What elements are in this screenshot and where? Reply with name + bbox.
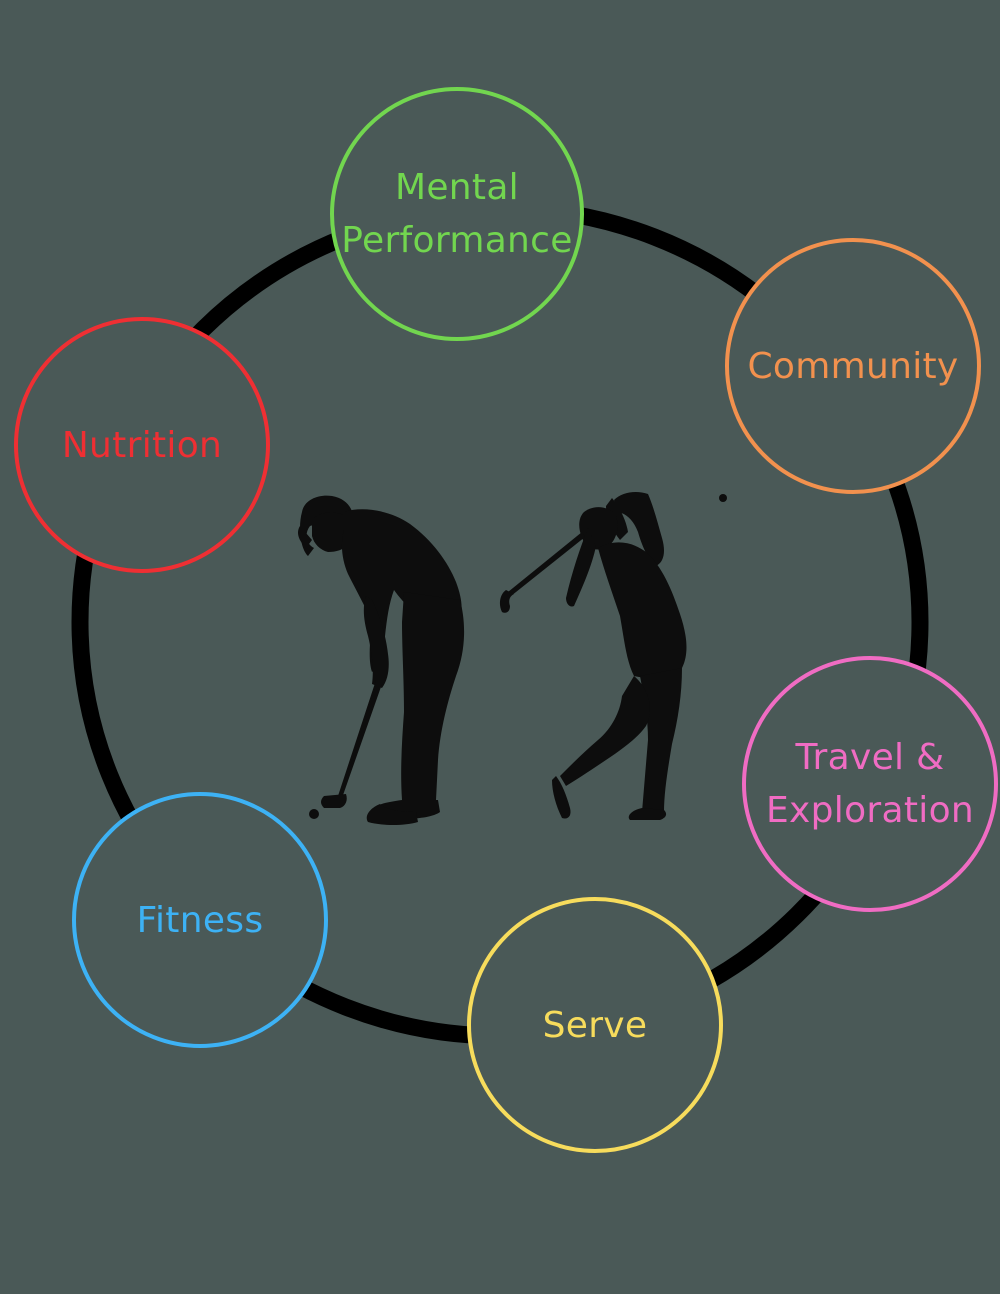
node-label-community: Community (747, 345, 959, 387)
node-label-fitness: Fitness (136, 899, 264, 941)
node-community: Community (725, 238, 981, 494)
node-travel-exploration: Travel & Exploration (742, 656, 998, 912)
node-serve: Serve (467, 897, 723, 1153)
male-golfer-putting-silhouette (298, 495, 465, 825)
node-mental-performance: Mental Performance (330, 87, 584, 341)
node-label-serve: Serve (542, 1004, 648, 1046)
node-label-travel-exploration: Travel & Exploration (765, 737, 975, 831)
node-fitness: Fitness (72, 792, 328, 1048)
node-nutrition: Nutrition (14, 317, 270, 573)
female-golfer-swinging-silhouette (499, 492, 727, 820)
node-label-nutrition: Nutrition (61, 424, 223, 466)
node-label-mental-performance: Mental Performance (341, 167, 573, 261)
